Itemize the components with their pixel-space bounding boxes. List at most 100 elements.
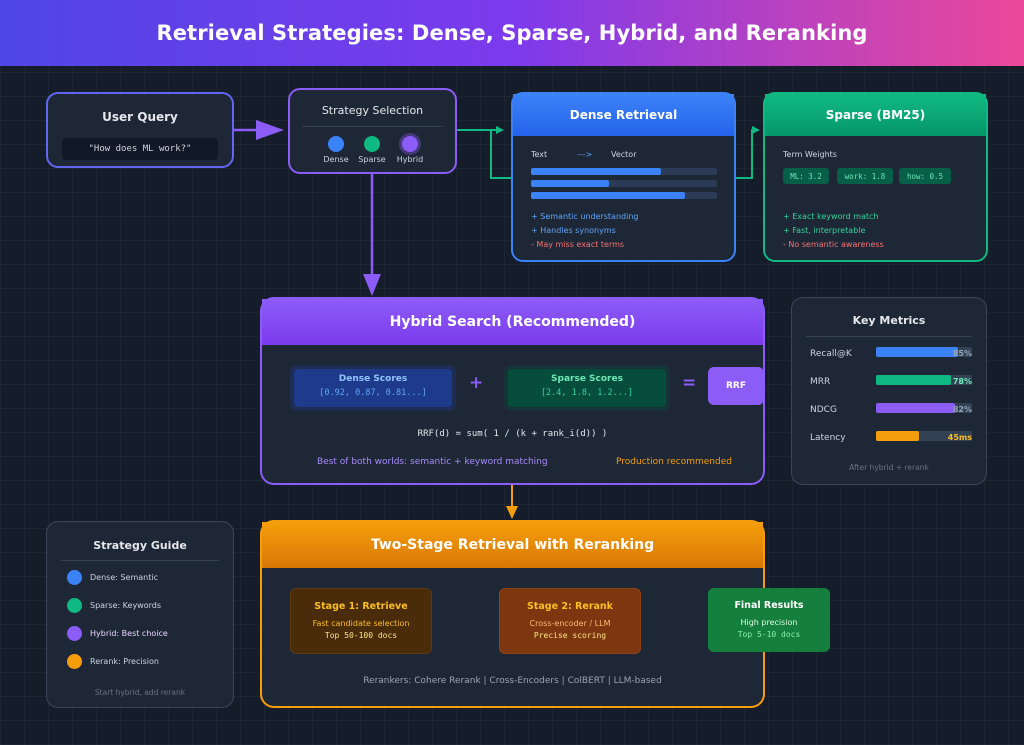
dense-pro: + Semantic understanding	[531, 212, 639, 221]
guide-item-label: Hybrid: Best choice	[90, 629, 168, 638]
strategy-guide-card: Strategy Guide Dense: Semantic Sparse: K…	[46, 521, 234, 708]
query-text: "How does ML work?"	[62, 138, 218, 160]
metric-value: 85%	[952, 349, 972, 358]
vector-bar-fill	[531, 180, 610, 187]
final-results-box: Final Results High precision Top 5-10 do…	[708, 588, 830, 652]
metric-label: Recall@K	[810, 349, 852, 359]
sparse-bm25-title: Sparse (BM25)	[765, 94, 986, 136]
stage-line2: Precise scoring	[533, 631, 607, 640]
dense-dot-icon	[328, 136, 344, 152]
hybrid-footer-right: Production recommended	[616, 457, 732, 467]
metric-bar-fill	[876, 431, 920, 441]
page-title: Retrieval Strategies: Dense, Sparse, Hyb…	[156, 21, 868, 45]
dense-scores-title: Dense Scores	[338, 374, 408, 384]
strategy-selection-title: Strategy Selection	[321, 104, 424, 117]
stage-line1: Cross-encoder / LLM	[529, 619, 611, 628]
strategy-option-label: Dense	[323, 155, 349, 164]
hybrid-search-title: Hybrid Search (Recommended)	[262, 299, 763, 345]
dense-retrieval-card: Dense Retrieval Text ---> Vector + Seman…	[511, 92, 736, 262]
key-metrics-card: Key Metrics Recall@K 85% MRR 78% NDCG 82…	[791, 297, 987, 485]
vector-bar-fill	[531, 192, 686, 199]
term-weight-chip: ML: 3.2	[783, 168, 829, 184]
guide-item-label: Rerank: Precision	[90, 657, 159, 666]
metric-label: NDCG	[810, 405, 837, 415]
stage-line2: Top 50-100 docs	[324, 631, 398, 640]
two-stage-title: Two-Stage Retrieval with Reranking	[262, 522, 763, 568]
dense-arrow-label: --->	[577, 150, 593, 159]
plus-operator: +	[469, 373, 484, 393]
dense-scores-inner: Dense Scores [0.92, 0.87, 0.81...]	[294, 369, 452, 407]
arrow-strategy-to-hybrid-head	[363, 274, 381, 296]
stage-title: Stage 1: Retrieve	[314, 601, 408, 612]
guide-item-dense: Dense: Semantic	[67, 570, 158, 585]
metric-label: Latency	[810, 433, 846, 443]
stage-line1: High precision	[740, 618, 798, 627]
dense-dot-icon	[67, 570, 82, 585]
vector-bar-fill	[531, 168, 662, 175]
sparse-bm25-card: Sparse (BM25) Term Weights ML: 3.2 work:…	[763, 92, 988, 262]
metric-value: 45ms	[947, 433, 972, 442]
strategy-option-sparse[interactable]: Sparse	[352, 136, 392, 164]
guide-item-rerank: Rerank: Precision	[67, 654, 159, 669]
strategy-option-label: Hybrid	[396, 155, 424, 164]
hybrid-dot-icon	[67, 626, 82, 641]
hybrid-search-card: Hybrid Search (Recommended) Dense Scores…	[260, 297, 765, 485]
user-query-title: User Query	[102, 110, 178, 124]
metric-bar-fill	[876, 347, 958, 357]
sparse-scores-box: Sparse Scores [2.4, 1.8, 1.2...]	[504, 365, 670, 411]
dense-retrieval-title: Dense Retrieval	[513, 94, 734, 136]
term-weight-chip: work: 1.8	[837, 168, 893, 184]
divider	[806, 336, 972, 337]
sparse-scores-title: Sparse Scores	[551, 374, 623, 384]
rrf-formula: RRF(d) = sum( 1 / (k + rank_i(d)) )	[417, 429, 608, 439]
metric-bar	[876, 431, 972, 441]
divider	[302, 126, 443, 127]
stage-retrieve-box: Stage 1: Retrieve Fast candidate selecti…	[290, 588, 432, 654]
rerank-dot-icon	[67, 654, 82, 669]
dense-text-label: Text	[531, 150, 548, 159]
sparse-dot-icon	[67, 598, 82, 613]
divider	[61, 560, 219, 561]
sparse-scores-inner: Sparse Scores [2.4, 1.8, 1.2...]	[508, 369, 666, 407]
user-query-card: User Query "How does ML work?"	[46, 92, 234, 168]
vector-bar	[531, 180, 717, 187]
sparse-con: - No semantic awareness	[783, 240, 884, 249]
stage-line2: Top 5-10 docs	[737, 630, 801, 639]
hybrid-footer-left: Best of both worlds: semantic + keyword …	[317, 457, 548, 467]
metric-bar-fill	[876, 403, 955, 413]
sparse-scores-values: [2.4, 1.8, 1.2...]	[540, 388, 634, 398]
dense-vector-label: Vector	[611, 150, 637, 159]
rerankers-list: Rerankers: Cohere Rerank | Cross-Encoder…	[363, 676, 662, 686]
stage-line1: Fast candidate selection	[312, 619, 410, 628]
metric-bar	[876, 347, 972, 357]
equals-operator: =	[682, 373, 697, 393]
strategy-option-dense[interactable]: Dense	[316, 136, 356, 164]
strategy-selection-card: Strategy Selection Dense Sparse Hybrid	[288, 88, 457, 174]
arrow-strategy-to-sparse	[490, 126, 760, 179]
rrf-box: RRF	[708, 367, 764, 405]
arrow-query-to-strategy-head	[256, 120, 284, 140]
metric-label: MRR	[810, 377, 831, 387]
metric-value: 82%	[952, 405, 972, 414]
sparse-pro: + Exact keyword match	[783, 212, 879, 221]
sparse-pro: + Fast, interpretable	[783, 226, 866, 235]
metric-bar	[876, 403, 972, 413]
stage-title: Stage 2: Rerank	[527, 601, 613, 612]
dense-scores-values: [0.92, 0.87, 0.81...]	[319, 388, 427, 398]
stage-title: Final Results	[734, 600, 804, 611]
guide-item-label: Sparse: Keywords	[90, 601, 162, 610]
arrow-hybrid-to-twostage-head	[506, 506, 518, 519]
two-stage-retrieval-card: Two-Stage Retrieval with Reranking Stage…	[260, 520, 830, 708]
vector-bar	[531, 192, 717, 199]
term-weight-chip: how: 0.5	[899, 168, 951, 184]
guide-item-sparse: Sparse: Keywords	[67, 598, 161, 613]
metric-bar	[876, 375, 972, 385]
metric-bar-fill	[876, 375, 951, 385]
strategy-guide-title: Strategy Guide	[93, 539, 187, 552]
dense-scores-box: Dense Scores [0.92, 0.87, 0.81...]	[290, 365, 456, 411]
vector-bar	[531, 168, 717, 175]
dense-pro: + Handles synonyms	[531, 226, 616, 235]
strategy-option-hybrid[interactable]: Hybrid	[390, 136, 430, 164]
dense-con: - May miss exact terms	[531, 240, 625, 249]
